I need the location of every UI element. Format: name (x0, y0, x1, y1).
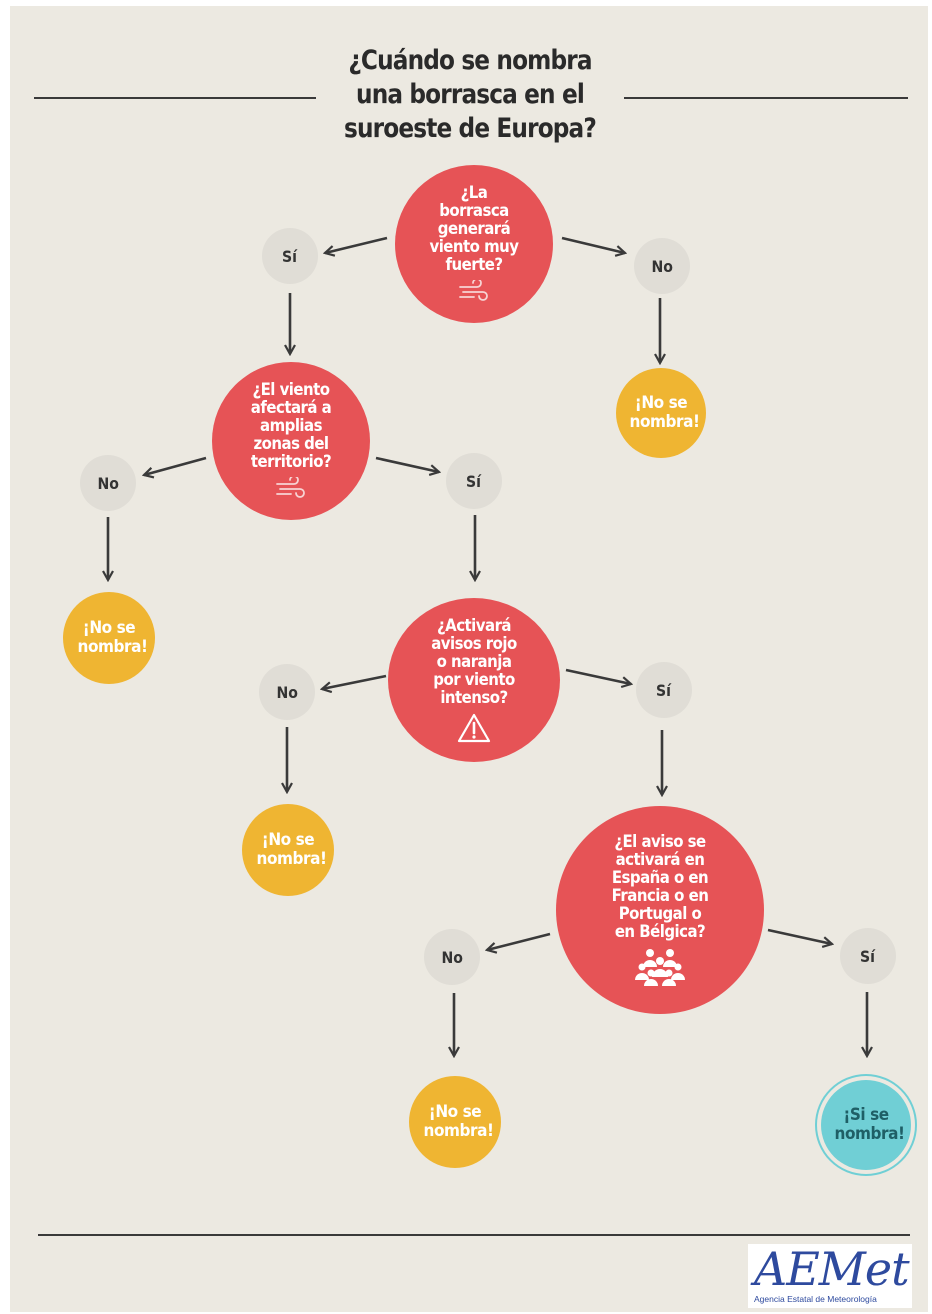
q2-no-answer: No (80, 455, 136, 511)
arrow-q3-no (322, 674, 387, 689)
q2-yes-answer: Sí (446, 453, 502, 509)
arrow-q4-no (487, 932, 551, 950)
arrow-q4-yes (767, 928, 832, 944)
title-rule-right (624, 97, 908, 99)
q4-yes-answer: Sí (840, 928, 896, 984)
result-not-named-2: ¡No se nombra! (63, 592, 155, 684)
q3-no-answer: No (259, 664, 315, 720)
question-2-text: ¿El viento afectará a amplias zonas del … (250, 380, 332, 472)
logo-wordmark: AEMet (754, 1242, 910, 1296)
arrow-q1-yes (325, 236, 388, 253)
q4-no-answer: No (424, 929, 480, 985)
arrow-q1-no (561, 236, 625, 253)
question-1-text: ¿La borrasca generará viento muy fuerte? (429, 183, 519, 275)
question-2-node: ¿El viento afectará a amplias zonas del … (212, 362, 370, 520)
question-4-text: ¿El aviso se activará en España o en Fra… (611, 832, 709, 942)
title-rule-left (34, 97, 316, 99)
aemet-logo: AEMet Agencia Estatal de Meteorología (748, 1244, 912, 1308)
page-title: ¿Cuándo se nombra una borrasca en el sur… (344, 45, 597, 144)
arrow-q2-no (144, 456, 207, 475)
result-not-named-3: ¡No se nombra! (242, 804, 334, 896)
question-1-node: ¿La borrasca generará viento muy fuerte? (395, 165, 553, 323)
footer-rule (38, 1234, 910, 1236)
q1-yes-answer: Sí (262, 228, 318, 284)
q1-no-answer: No (634, 238, 690, 294)
q3-yes-answer: Sí (636, 662, 692, 718)
wind-icon (276, 477, 305, 498)
question-3-text: ¿Activará avisos rojo o naranja por vien… (431, 616, 517, 708)
result-named: ¡Si se nombra! (821, 1080, 911, 1170)
people-group-icon (635, 949, 685, 986)
warning-triangle-icon (457, 713, 491, 743)
question-4-node: ¿El aviso se activará en España o en Fra… (556, 806, 764, 1014)
result-not-named-4: ¡No se nombra! (409, 1076, 501, 1168)
question-3-node: ¿Activará avisos rojo o naranja por vien… (388, 598, 560, 762)
result-not-named-1: ¡No se nombra! (616, 368, 706, 458)
arrow-q3-yes (565, 668, 631, 684)
wind-icon (459, 280, 488, 301)
logo-subtitle: Agencia Estatal de Meteorología (754, 1294, 877, 1304)
arrow-q2-yes (375, 456, 439, 472)
